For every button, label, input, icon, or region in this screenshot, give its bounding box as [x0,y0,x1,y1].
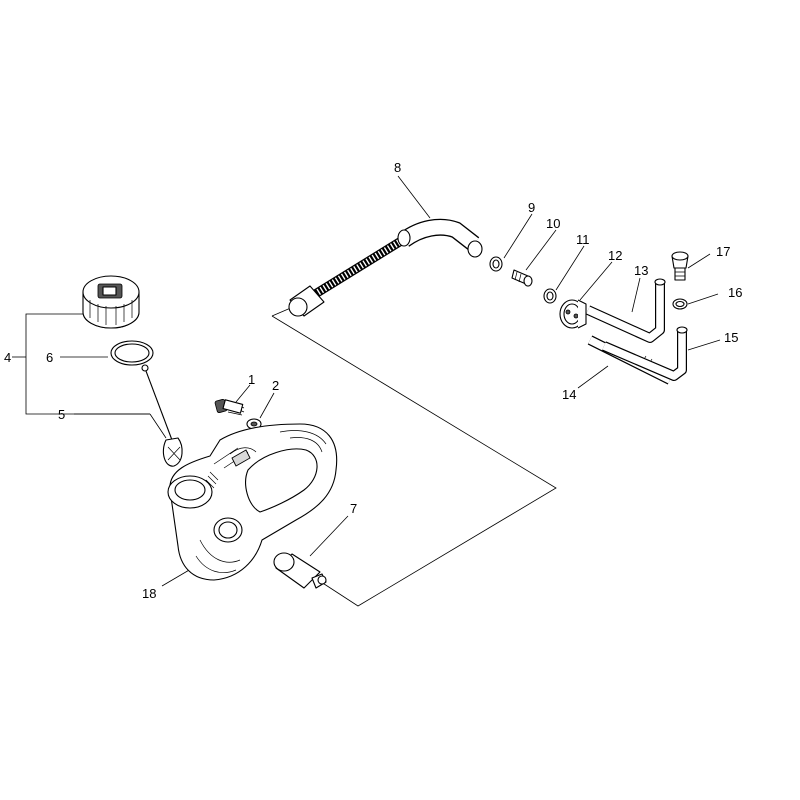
label-15: 15 [724,330,738,345]
fuel-tank [167,423,338,581]
label-17: 17 [716,244,730,259]
screw [214,398,245,416]
clamp-ring-9 [489,256,503,272]
label-12: 12 [608,248,622,263]
leader-lines [60,175,721,587]
grommet [559,299,587,329]
label-1: 1 [248,372,255,387]
label-13: 13 [634,263,648,278]
fuel-hose [288,218,483,317]
label-5: 5 [58,407,65,422]
part-labels: 4 6 5 1 2 7 8 9 10 11 12 13 14 15 16 17 … [4,160,742,601]
label-10: 10 [546,216,560,231]
label-16: 16 [728,285,742,300]
label-18: 18 [142,586,156,601]
tube-13 [585,278,666,343]
o-ring-16 [672,298,688,310]
clamp-ring-11 [543,288,557,304]
label-11: 11 [576,232,590,247]
label-7: 7 [350,501,357,516]
o-ring [110,340,154,366]
fuel-cap [82,275,140,329]
fitting-17 [671,251,689,281]
cap-strap [141,364,183,467]
tube-15 [602,326,688,381]
label-2: 2 [272,378,279,393]
label-6: 6 [46,350,53,365]
label-4: 4 [4,350,11,365]
label-14: 14 [562,387,576,402]
label-8: 8 [394,160,401,175]
connector-10 [511,269,533,287]
label-9: 9 [528,200,535,215]
fuel-filter [273,552,327,589]
